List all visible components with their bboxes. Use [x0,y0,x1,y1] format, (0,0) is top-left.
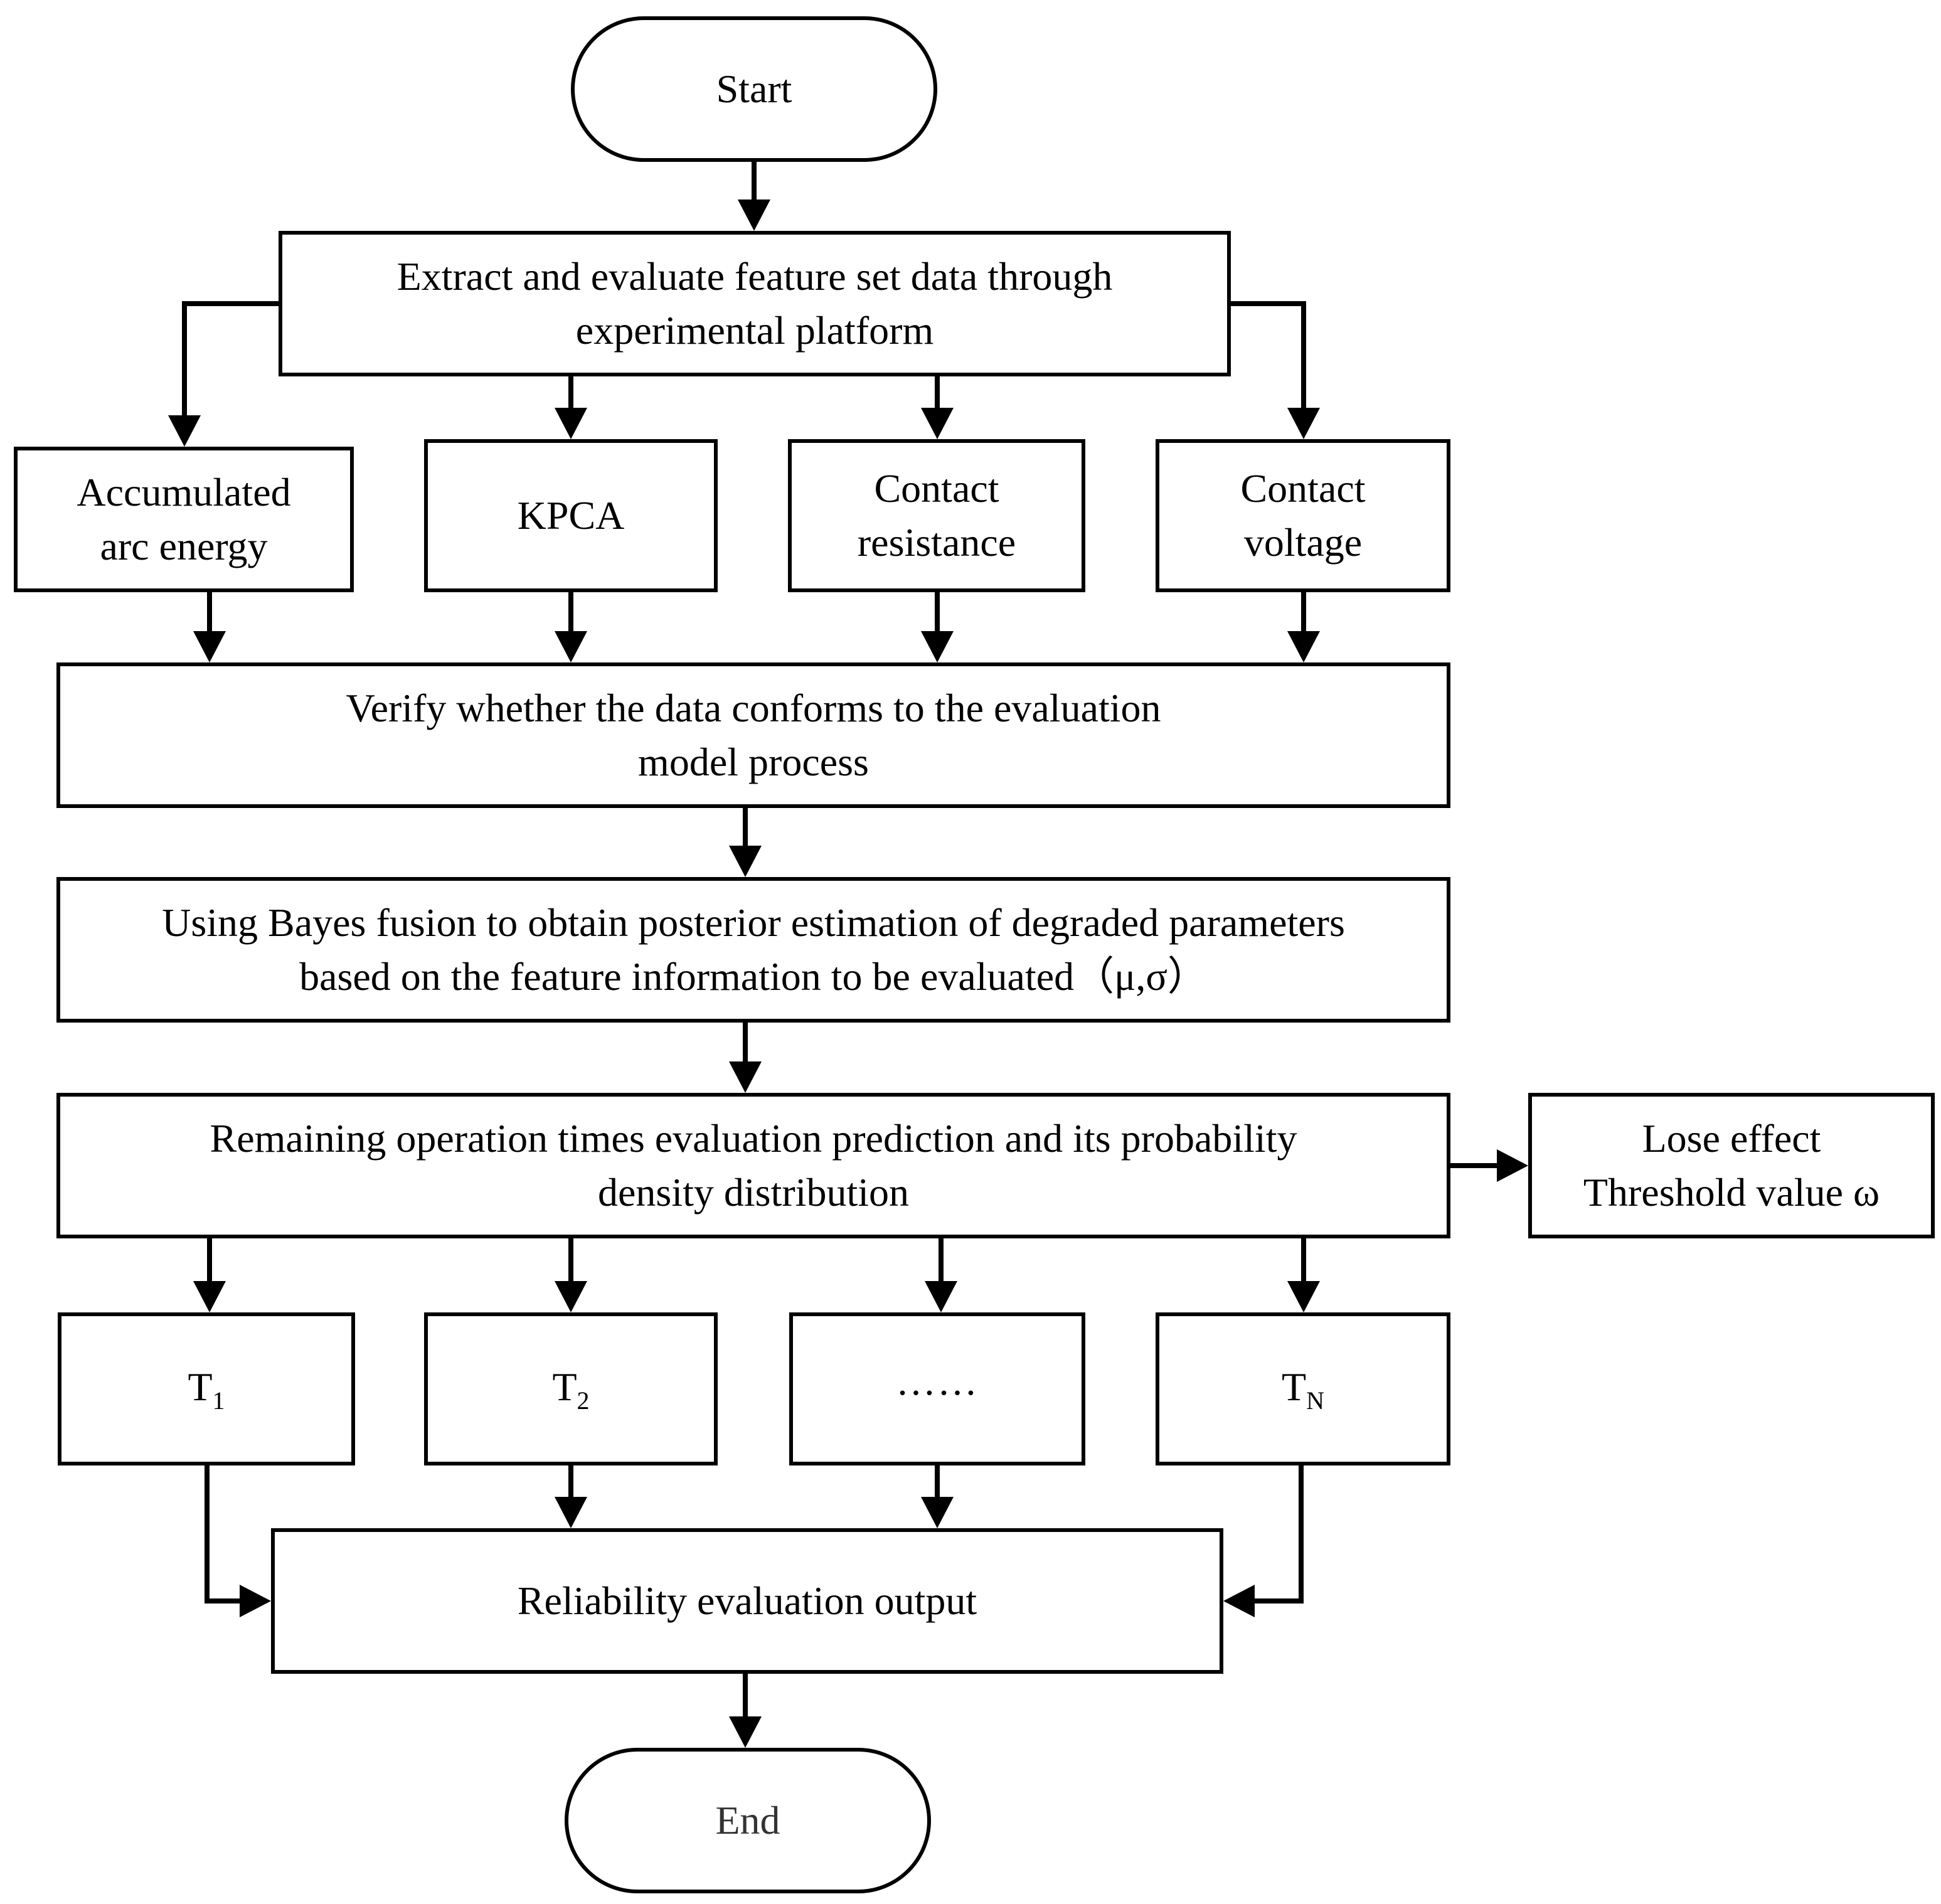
threshold-line-1: Lose effect [1642,1115,1821,1161]
t2-subscript: 2 [577,1386,590,1415]
feature-arc-energy-node: Accumulated arc energy [14,447,354,592]
arrowhead-extract-to-arc [168,415,201,447]
feature-contact-voltage-node: Contact voltage [1156,439,1450,592]
arrow-tn-to-output [1252,1465,1304,1604]
arrowhead-tdots-to-output [921,1497,954,1528]
arrowhead-extract-to-resistance [921,408,954,439]
feature-contact-resistance-node: Contact resistance [788,439,1085,592]
arrowhead-tn-to-output [1223,1585,1255,1617]
start-node: Start [571,16,937,162]
feature-resistance-line-2: resistance [857,520,1016,565]
output-label: Reliability evaluation output [517,1578,977,1623]
verify-line-1: Verify whether the data conforms to the … [346,685,1161,730]
extract-line-1: Extract and evaluate feature set data th… [396,253,1113,299]
reliability-output-node: Reliability evaluation output [271,1528,1223,1674]
remaining-line-1: Remaining operation times evaluation pre… [210,1115,1297,1161]
arrowhead-remaining-to-tdots [925,1281,957,1312]
arrowhead-resistance-to-verify [921,631,954,662]
arrowhead-verify-to-bayes [729,846,762,877]
feature-voltage-line-1: Contact [1240,465,1366,511]
arrowhead-t2-to-output [555,1497,587,1528]
t-ellipsis-node: …… [789,1312,1085,1465]
end-node: End [565,1748,931,1893]
feature-resistance-line-1: Contact [874,465,999,511]
feature-arc-line-1: Accumulated [77,469,291,514]
arrowhead-remaining-to-tn [1287,1281,1320,1312]
arrowhead-extract-to-voltage [1287,408,1320,439]
extract-node: Extract and evaluate feature set data th… [279,231,1231,376]
arrowhead-kpca-to-verify [555,631,587,662]
extract-line-2: experimental platform [575,308,934,353]
t1-label: T1 [188,1364,225,1415]
arrowhead-voltage-to-verify [1287,631,1320,662]
arrowhead-extract-to-kpca [555,408,587,439]
arrowhead-remaining-to-t1 [193,1281,226,1312]
arrow-t1-to-output [205,1465,242,1604]
t1-node: T1 [58,1312,355,1465]
bayes-line-2: based on the feature information to be e… [299,954,1208,999]
t1-subscript: 1 [212,1386,225,1415]
feature-kpca-node: KPCA [424,439,718,592]
arrow-extract-to-voltage [1231,301,1306,410]
arrowhead-bayes-to-remaining [729,1061,762,1093]
arrowhead-remaining-to-t2 [555,1281,587,1312]
verify-node: Verify whether the data conforms to the … [56,662,1450,808]
arrow-extract-to-arc [182,301,279,418]
t-ellipsis-label: …… [896,1358,979,1403]
end-label: End [715,1797,780,1843]
threshold-line-2: Threshold value ω [1583,1170,1880,1215]
tn-node: TN [1156,1312,1450,1465]
remaining-line-2: density distribution [598,1170,909,1215]
bayes-fusion-node: Using Bayes fusion to obtain posterior e… [56,877,1450,1023]
t2-node: T2 [424,1312,718,1465]
bayes-line-1: Using Bayes fusion to obtain posterior e… [162,900,1345,945]
threshold-node: Lose effect Threshold value ω [1528,1093,1935,1238]
arrowhead-t1-to-output [240,1585,271,1617]
start-label: Start [716,66,792,111]
remaining-operation-node: Remaining operation times evaluation pre… [56,1093,1450,1238]
tn-label: TN [1282,1364,1324,1415]
arrowhead-arc-to-verify [193,631,226,662]
arrowhead-start-to-extract [738,199,770,231]
tn-subscript: N [1306,1386,1324,1415]
t2-label: T2 [552,1364,590,1415]
verify-line-2: model process [638,740,869,784]
arrowhead-output-to-end [729,1716,762,1748]
arrowhead-remaining-to-threshold [1497,1149,1528,1182]
feature-arc-line-2: arc energy [100,524,268,568]
feature-voltage-line-2: voltage [1243,520,1363,565]
feature-kpca-label: KPCA [517,492,625,538]
